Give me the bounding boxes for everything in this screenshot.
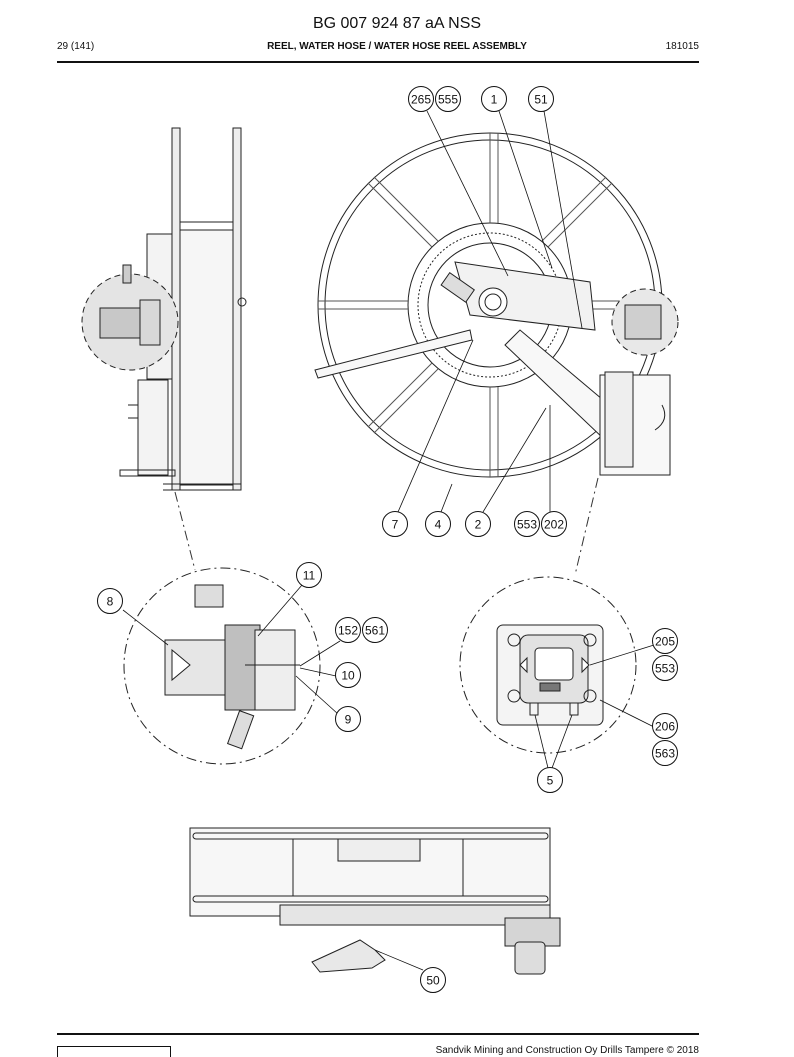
callout-label: 553 <box>655 662 675 676</box>
callout-label: 51 <box>534 93 548 107</box>
callout-label: 202 <box>544 518 564 532</box>
callout-circle <box>541 511 567 537</box>
callout-circle <box>652 740 678 766</box>
page-title: REEL, WATER HOSE / WATER HOSE REEL ASSEM… <box>267 41 527 52</box>
callout-c563: 563 <box>652 740 678 766</box>
callout-circle <box>528 86 554 112</box>
callout-circle <box>296 562 322 588</box>
detail-view-left <box>123 567 321 765</box>
callout-circle <box>335 662 361 688</box>
callout-label: 1 <box>491 93 498 107</box>
callout-c561: 561 <box>362 617 388 643</box>
page-number: 29 (141) <box>57 41 95 52</box>
callout-label: 10 <box>341 669 355 683</box>
callout-label: 9 <box>345 713 352 727</box>
callout-label: 206 <box>655 720 675 734</box>
callout-circle <box>481 86 507 112</box>
callout-circle <box>335 617 361 643</box>
callout-c265: 265 <box>408 86 434 112</box>
callout-label: 7 <box>392 518 399 532</box>
callout-circle <box>362 617 388 643</box>
reel-side-view <box>81 127 247 491</box>
reel-front-view <box>314 132 679 478</box>
callout-label: 4 <box>435 518 442 532</box>
callout-circle <box>335 706 361 732</box>
callout-label: 563 <box>655 747 675 761</box>
callout-c9: 9 <box>335 706 361 732</box>
document-code: BG 007 924 87 aA NSS <box>312 15 482 32</box>
callout-circle <box>652 713 678 739</box>
callout-c5: 5 <box>537 767 563 793</box>
callout-circle <box>408 86 434 112</box>
callout-c7: 7 <box>382 511 408 537</box>
callout-circle <box>420 967 446 993</box>
callout-circle <box>652 628 678 654</box>
callout-c10: 10 <box>335 662 361 688</box>
footer-copyright: Sandvik Mining and Construction Oy Drill… <box>435 1045 699 1056</box>
callout-c51: 51 <box>528 86 554 112</box>
leader-lines <box>122 110 655 971</box>
sandvik-logo <box>57 1046 171 1057</box>
callout-circle <box>652 655 678 681</box>
callout-circle <box>514 511 540 537</box>
callout-circle <box>425 511 451 537</box>
callout-c205: 205 <box>652 628 678 654</box>
callout-label: 2 <box>475 518 482 532</box>
callout-label: 50 <box>426 974 440 988</box>
callout-group: 265 555 1 51 7 4 2 553 202 11 8 152 561 10 9 205 553 206 5… <box>97 86 678 993</box>
callout-label: 152 <box>338 624 358 638</box>
document-date: 181015 <box>665 41 699 52</box>
callout-circle <box>97 588 123 614</box>
callout-c555: 555 <box>435 86 461 112</box>
callout-c11: 11 <box>296 562 322 588</box>
callout-circle <box>537 767 563 793</box>
callout-circle <box>382 511 408 537</box>
callout-c50: 50 <box>420 967 446 993</box>
callout-c553a: 553 <box>514 511 540 537</box>
callout-c553b: 553 <box>652 655 678 681</box>
callout-label: 205 <box>655 635 675 649</box>
callout-circle <box>465 511 491 537</box>
footer-rule <box>57 1033 699 1035</box>
callout-c4: 4 <box>425 511 451 537</box>
callout-label: 5 <box>547 774 554 788</box>
callout-c152: 152 <box>335 617 361 643</box>
callout-c1: 1 <box>481 86 507 112</box>
callout-circle <box>435 86 461 112</box>
detail-view-right <box>459 576 637 754</box>
callout-c202: 202 <box>541 511 567 537</box>
callout-label: 265 <box>411 93 431 107</box>
callout-c206: 206 <box>652 713 678 739</box>
callout-label: 553 <box>517 518 537 532</box>
callout-label: 8 <box>107 595 114 609</box>
reel-top-view <box>189 827 561 975</box>
header-rule <box>57 61 699 63</box>
callout-label: 555 <box>438 93 458 107</box>
callout-label: 561 <box>365 624 385 638</box>
callout-c8: 8 <box>97 588 123 614</box>
callout-c2: 2 <box>465 511 491 537</box>
callout-label: 11 <box>303 569 316 583</box>
